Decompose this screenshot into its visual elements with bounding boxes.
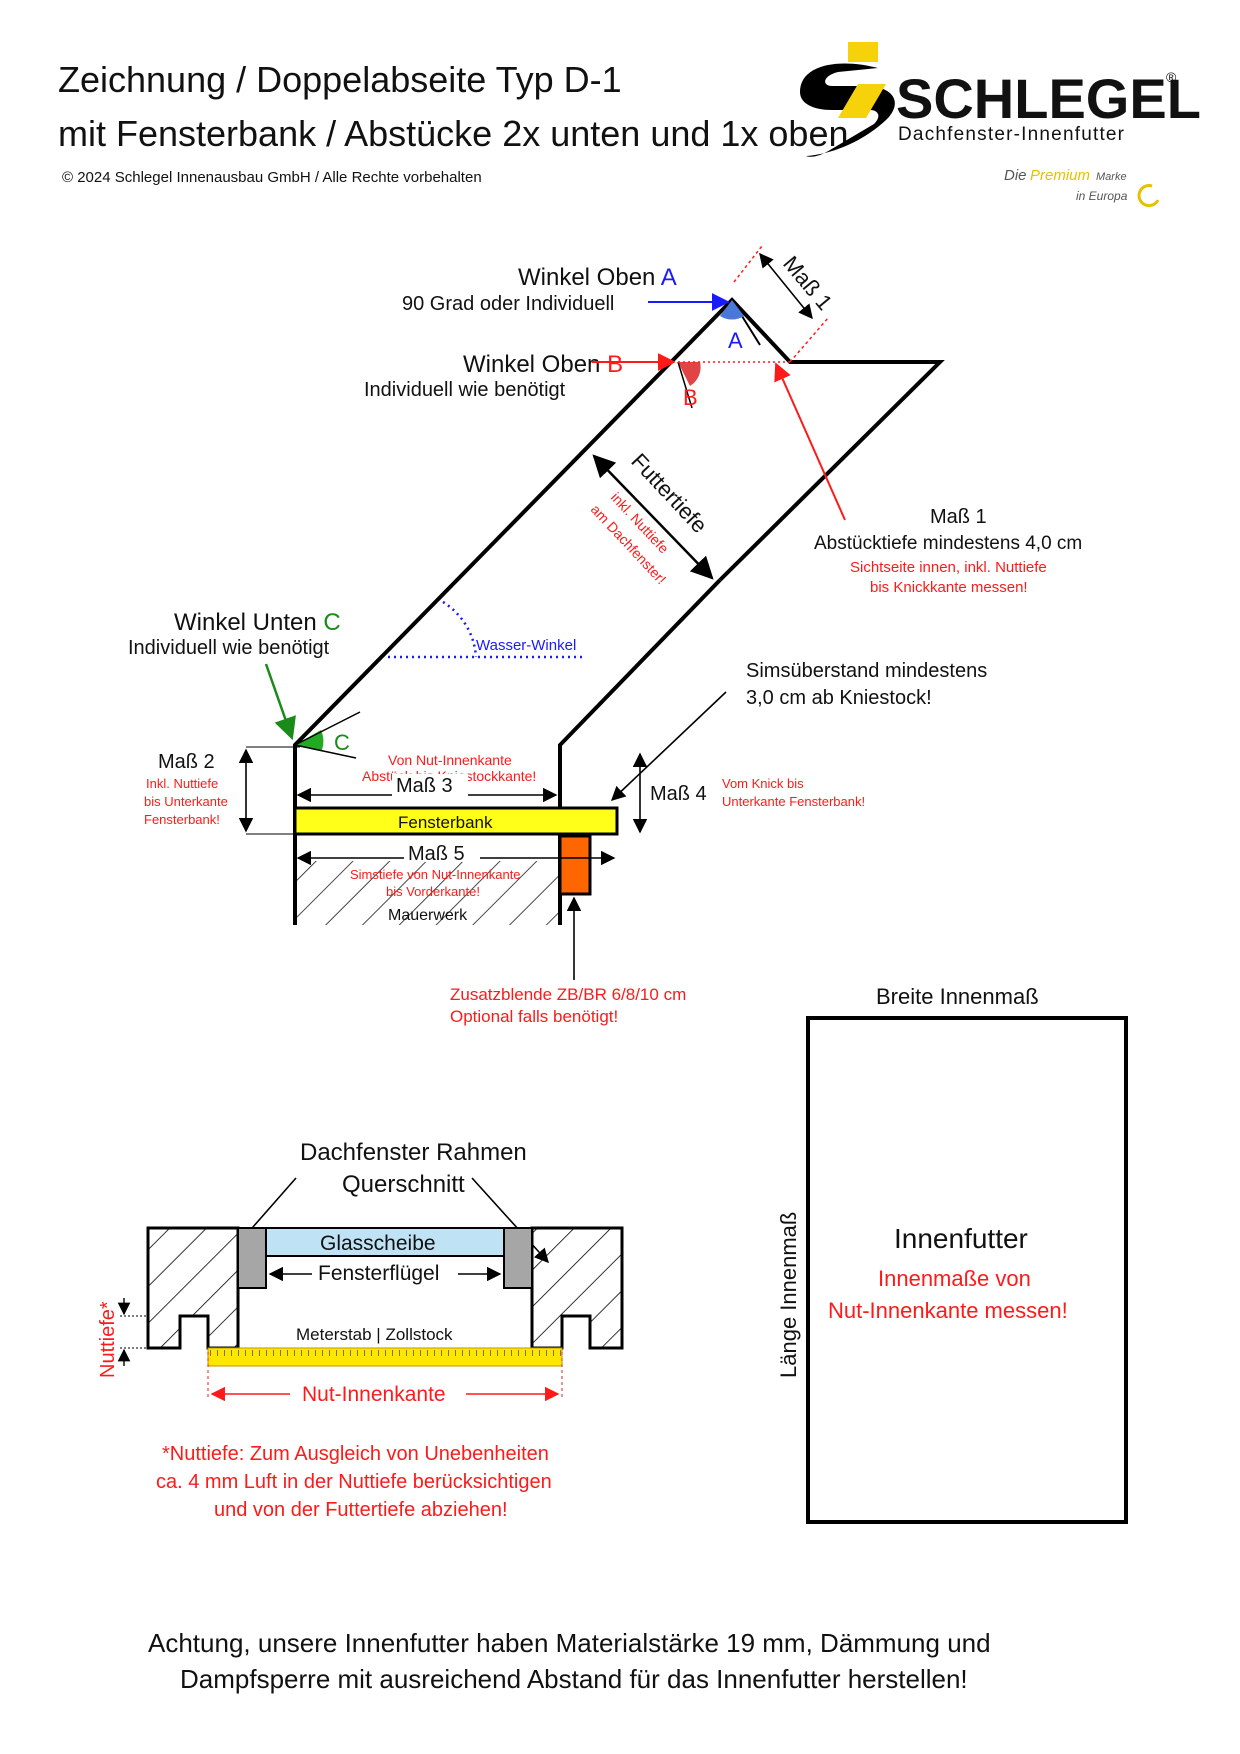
angle-b-wedge — [678, 362, 701, 386]
mass1-note-2: bis Knickkante messen! — [870, 579, 1028, 596]
mass2-note-3: Fensterbank! — [144, 812, 220, 827]
logo-mark-yellow-icon — [838, 84, 886, 118]
nuttiefe-note-1: *Nuttiefe: Zum Ausgleich von Unebenheite… — [162, 1443, 549, 1465]
sash-left — [237, 1227, 267, 1289]
mass4-note-2: Unterkante Fensterbank! — [722, 794, 865, 809]
futtertiefe-arrow — [592, 454, 714, 580]
mass2-label: Maß 2 — [158, 751, 215, 773]
mass5-note-2: bis Vorderkante! — [386, 884, 480, 899]
zusatz-line-2: Optional falls benötigt! — [450, 1007, 618, 1026]
logo-mark-top-icon — [848, 42, 878, 62]
footer-line-1: Achtung, unsere Innenfutter haben Materi… — [148, 1628, 991, 1658]
meterstab-ruler — [207, 1347, 563, 1367]
title-line-2: mit Fensterbank / Abstücke 2x unten und … — [58, 113, 849, 154]
frame-title-2: Querschnitt — [342, 1171, 465, 1198]
frame-section: Dachfenster Rahmen Querschnitt Glasschei… — [97, 1139, 624, 1521]
frame-title-1: Dachfenster Rahmen — [300, 1139, 527, 1166]
mass4-label: Maß 4 — [650, 783, 707, 805]
title-line-1: Zeichnung / Doppelabseite Typ D-1 — [58, 59, 622, 100]
innenfutter-note-1: Innenmaße von — [878, 1266, 1031, 1291]
arrow-mass1 — [774, 362, 846, 521]
nuttiefe-note-3: und von der Futtertiefe abziehen! — [214, 1499, 508, 1521]
angle-a-letter: A — [728, 328, 743, 353]
frame-left-profile — [146, 1226, 240, 1350]
mass3-label: Maß 3 — [396, 775, 453, 797]
mass2-note-2: bis Unterkante — [144, 794, 228, 809]
innenfutter-panel: Breite Innenmaß Länge Innenmaß Innenfutt… — [776, 984, 1128, 1524]
copyright-text: © 2024 Schlegel Innenausbau GmbH / Alle … — [62, 169, 482, 186]
nuttiefe-label: Nuttiefe* — [97, 1301, 119, 1378]
mass1-short-label: Maß 1 — [778, 251, 837, 315]
frame-right-profile — [530, 1226, 624, 1350]
logo-slogan-marke: Marke — [1096, 171, 1127, 183]
logo-brand: SCHLEGEL — [896, 67, 1201, 130]
innenfutter-note-2: Nut-Innenkante messen! — [828, 1298, 1068, 1323]
mauerwerk-label: Mauerwerk — [388, 907, 468, 924]
mass1-desc: Abstücktiefe mindestens 4,0 cm — [814, 533, 1082, 554]
logo-tagline: Dachfenster-Innenfutter — [898, 124, 1125, 145]
fensterbank-label: Fensterbank — [398, 813, 493, 832]
zusatzblende-block — [558, 834, 592, 896]
mass1-title: Maß 1 — [930, 506, 987, 528]
mass5-note-1: Simstiefe von Nut-Innenkante — [350, 867, 521, 882]
logo-slogan-premium: Premium — [1030, 167, 1090, 184]
zusatz-line-1: Zusatzblende ZB/BR 6/8/10 cm — [450, 985, 686, 1004]
footer-line-2: Dampfsperre mit ausreichend Abstand für … — [180, 1664, 968, 1694]
glass-pane — [265, 1227, 505, 1257]
mass2-note-1: Inkl. Nuttiefe — [146, 776, 218, 791]
innenfutter-rect — [806, 1016, 1128, 1524]
winkel-oben-b-sub: Individuell wie benötigt — [364, 379, 566, 401]
mass3-note-1: Von Nut-Innenkante — [388, 752, 512, 768]
sims-line-2: 3,0 cm ab Kniestock! — [746, 687, 932, 709]
winkel-unten-sub: Individuell wie benötigt — [128, 637, 330, 659]
section-diagram: A B Winkel Oben A 90 Grad oder Individue… — [128, 245, 1082, 1026]
logo-slogan-die: Die — [1004, 167, 1027, 184]
fensterbank-board — [293, 806, 619, 836]
innenfutter-title: Innenfutter — [894, 1223, 1028, 1254]
logo-slogan-europa: in Europa — [1076, 189, 1128, 203]
winkel-oben-a-label: Winkel Oben A — [518, 264, 677, 291]
logo-swirl-icon — [1137, 184, 1160, 208]
angle-b-letter: B — [683, 385, 698, 410]
arrow-sims — [610, 691, 727, 801]
winkel-oben-b-label: Winkel Oben B — [463, 351, 623, 378]
meterstab-label: Meterstab | Zollstock — [296, 1325, 453, 1344]
sash-right — [503, 1227, 533, 1289]
logo-registered: ® — [1166, 69, 1177, 85]
mass5-label: Maß 5 — [408, 843, 465, 865]
fluegel-label: Fensterflügel — [318, 1262, 439, 1285]
sims-line-1: Simsüberstand mindestens — [746, 660, 987, 682]
glas-label: Glasscheibe — [320, 1232, 436, 1255]
nut-innenkante-label: Nut-Innenkante — [302, 1383, 446, 1406]
wasser-winkel-label: Wasser-Winkel — [476, 637, 576, 654]
nuttiefe-note-2: ca. 4 mm Luft in der Nuttiefe berücksich… — [156, 1471, 552, 1493]
arrow-c — [264, 663, 296, 741]
schlegel-logo: SCHLEGEL ® Dachfenster-Innenfutter Die P… — [800, 42, 1201, 208]
masonry-hatch — [295, 861, 560, 925]
angle-c-letter: C — [334, 730, 350, 755]
lining-outline — [293, 297, 945, 925]
angle-a-wedge — [720, 300, 744, 320]
winkel-oben-a-sub: 90 Grad oder Individuell — [402, 293, 614, 315]
mass1-note-1: Sichtseite innen, inkl. Nuttiefe — [850, 559, 1047, 576]
mass4-note-1: Vom Knick bis — [722, 776, 804, 791]
breite-innenmass: Breite Innenmaß — [876, 984, 1039, 1009]
winkel-unten-label: Winkel Unten C — [174, 609, 341, 636]
laenge-innenmass: Länge Innenmaß — [776, 1212, 801, 1378]
